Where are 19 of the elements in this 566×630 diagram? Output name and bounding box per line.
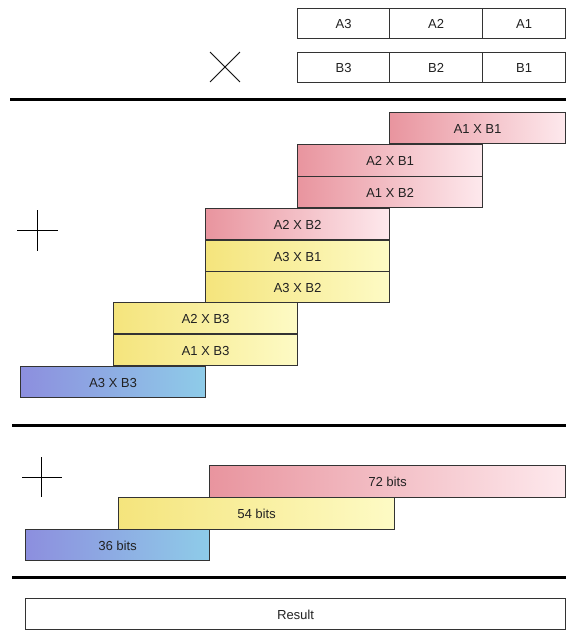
operand-box: A3	[297, 8, 390, 39]
operand-box: B2	[389, 52, 483, 83]
partial-product-bar: A1 X B3	[113, 334, 298, 366]
partial-product-bar: 36 bits	[25, 529, 210, 561]
partial-product-bar: A2 X B2	[205, 208, 390, 240]
operand-box: B1	[482, 52, 566, 83]
partial-product-bar: A1 X B2	[297, 176, 483, 208]
partial-product-bar: 54 bits	[118, 497, 395, 530]
result-box: Result	[25, 598, 566, 630]
partial-product-bar: A3 X B2	[205, 271, 390, 303]
partial-product-bar: A3 X B1	[205, 240, 390, 272]
partial-product-bar: A2 X B1	[297, 144, 483, 177]
partial-product-bar: A1 X B1	[389, 112, 566, 144]
operand-box: A1	[482, 8, 566, 39]
partial-product-bar: A2 X B3	[113, 302, 298, 334]
partial-product-bar: 72 bits	[209, 465, 566, 498]
operand-box: B3	[297, 52, 390, 83]
operand-box: A2	[389, 8, 483, 39]
partial-product-bar: A3 X B3	[20, 366, 206, 398]
